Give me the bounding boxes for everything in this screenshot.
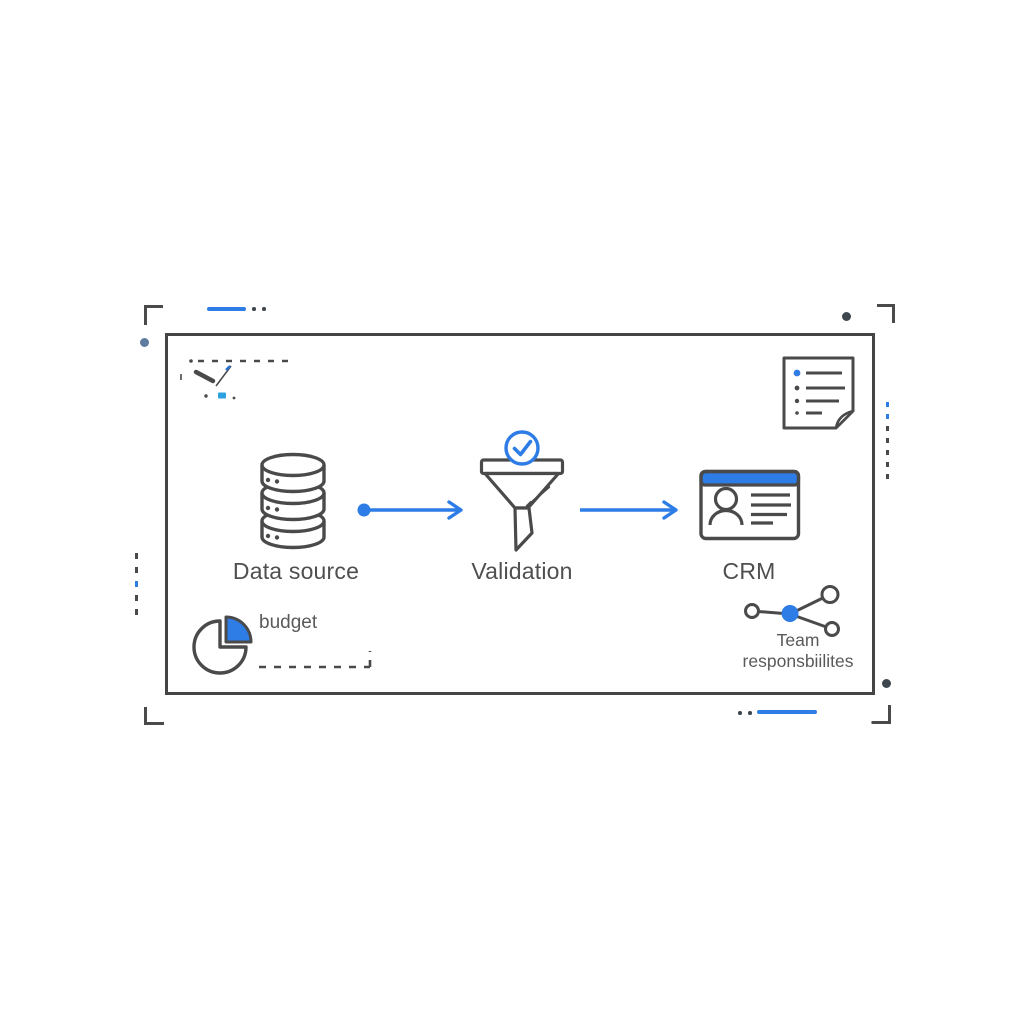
hub-node [781, 605, 799, 622]
check-badge [504, 430, 540, 466]
frame-bracket-bottom-left [144, 707, 164, 725]
document-list-icon [782, 356, 855, 430]
dot-top-right [842, 312, 851, 321]
budget-label: budget [259, 612, 318, 633]
dashed-connector [259, 651, 372, 669]
pie-chart-icon [192, 615, 253, 675]
frame-bracket-bottom-right [871, 705, 891, 724]
dot [738, 711, 742, 715]
frame-bracket-top-right [877, 304, 895, 323]
step-label-crm: CRM [722, 558, 776, 584]
dashed-line-left [135, 553, 138, 616]
main-frame: Data source Validation CRM budget [165, 333, 875, 695]
team-label-line2: responsbiilites [742, 651, 854, 672]
pie-slice-blue [224, 615, 253, 644]
contact-card-icon [699, 469, 801, 541]
scribble-doodle [180, 359, 295, 400]
dot [262, 307, 266, 311]
dot-bottom-right [882, 679, 891, 688]
team-label-line1: Team [776, 630, 820, 650]
blue-chip [218, 392, 226, 399]
card-header [699, 469, 801, 487]
frame-bracket-top-left [144, 305, 163, 325]
dot [252, 307, 256, 311]
check-icon [512, 439, 533, 457]
bullet-blue [793, 369, 801, 377]
step-label-validation: Validation [471, 558, 573, 584]
network-nodes-icon [744, 585, 840, 637]
person-icon [713, 486, 739, 512]
dot [748, 711, 752, 715]
muted-dot-top-left [140, 338, 149, 347]
accent-line-bottom [757, 710, 817, 714]
step-label-data-source: Data source [232, 558, 360, 584]
dashed-line-right [886, 402, 889, 480]
database-icon [260, 452, 326, 550]
team-label: Team responsbiilites [743, 630, 854, 673]
funnel-check-icon [479, 430, 565, 552]
accent-line-top [207, 307, 246, 311]
flow-arrow-1 [357, 500, 463, 520]
flow-arrow-2 [580, 500, 678, 520]
